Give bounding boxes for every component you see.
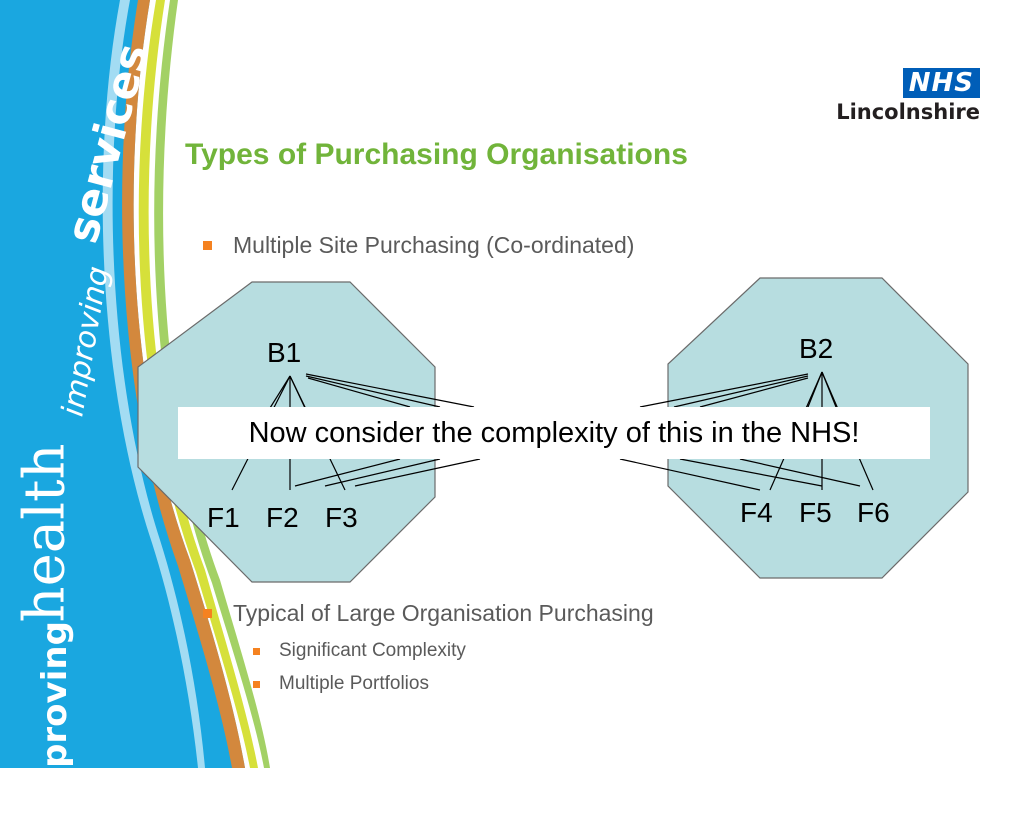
nhs-region-name: Lincolnshire bbox=[836, 100, 980, 124]
node-b1: B1 bbox=[267, 337, 301, 368]
sub-bullet-marker bbox=[253, 647, 260, 655]
sub-bullet-text: Significant Complexity bbox=[279, 640, 466, 661]
sub-bullet-complexity: Significant Complexity bbox=[253, 640, 466, 662]
node-f5: F5 bbox=[799, 497, 832, 528]
node-b2: B2 bbox=[799, 333, 833, 364]
node-f4: F4 bbox=[740, 497, 773, 528]
bullet-text: Multiple Site Purchasing (Co-ordinated) bbox=[233, 232, 635, 258]
sub-bullet-portfolios: Multiple Portfolios bbox=[253, 673, 429, 695]
bullet-marker bbox=[203, 609, 212, 618]
slide-title: Types of Purchasing Organisations bbox=[185, 138, 688, 171]
node-f1: F1 bbox=[207, 502, 240, 533]
sub-bullet-text: Multiple Portfolios bbox=[279, 673, 429, 694]
nhs-badge: NHS bbox=[902, 68, 980, 98]
side-banner bbox=[0, 0, 270, 768]
complexity-callout: Now consider the complexity of this in t… bbox=[178, 407, 930, 459]
node-f3: F3 bbox=[325, 502, 358, 533]
bullet-text: Typical of Large Organisation Purchasing bbox=[233, 600, 654, 626]
nhs-logo: NHS Lincolnshire bbox=[836, 68, 980, 124]
bullet-marker bbox=[203, 241, 212, 250]
bullet-large-organisation: Typical of Large Organisation Purchasing bbox=[203, 600, 654, 627]
node-f6: F6 bbox=[857, 497, 890, 528]
node-f2: F2 bbox=[266, 502, 299, 533]
sub-bullet-marker bbox=[253, 680, 260, 688]
purchasing-diagram: B1 F1 F2 F3 B2 F4 F5 F6 bbox=[137, 277, 969, 583]
bullet-multiple-site: Multiple Site Purchasing (Co-ordinated) bbox=[203, 232, 634, 259]
